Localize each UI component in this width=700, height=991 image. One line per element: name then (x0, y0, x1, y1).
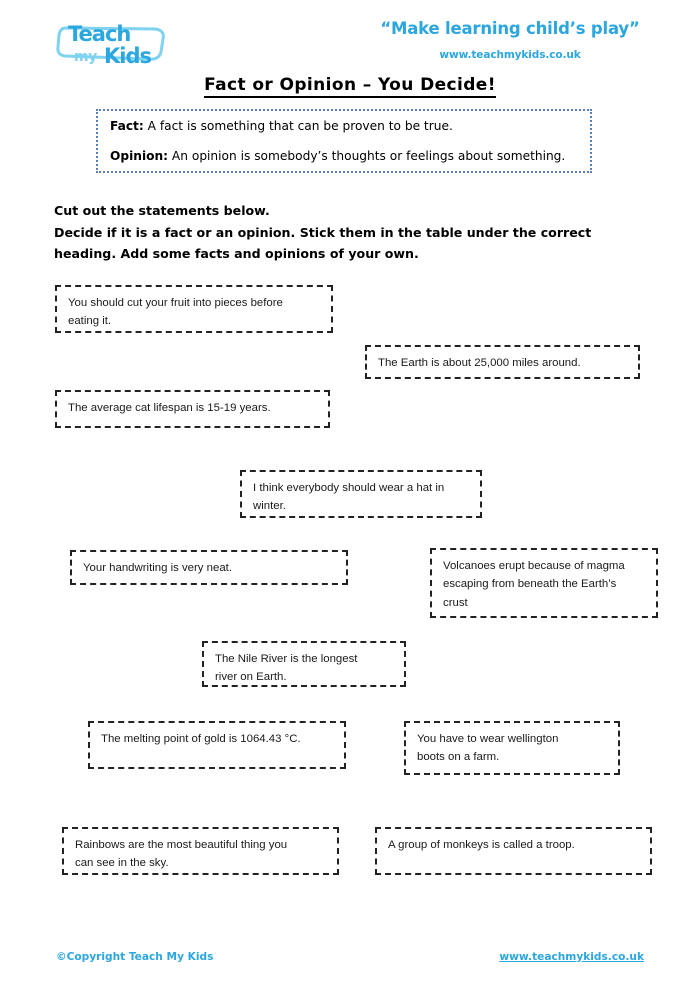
footer-site-url[interactable]: www.teachmykids.co.uk (499, 951, 644, 963)
page-title-text: Fact or Opinion – You Decide! (204, 75, 496, 98)
brand-tagline: “Make learning child’s play” (380, 19, 640, 38)
statement-line: can see in the sky. (75, 857, 169, 870)
statement-line: The Earth is about 25,000 miles around. (378, 357, 581, 369)
footer-copyright: ©Copyright Teach My Kids (56, 951, 214, 963)
statement-line: You have to wear wellington (417, 733, 559, 745)
definitions-box: Fact: A fact is something that can be pr… (96, 109, 592, 173)
statement-line: winter. (253, 500, 286, 513)
statement-card-nile-river[interactable]: The Nile River is the longest river on Ea… (202, 641, 406, 687)
header-site-url[interactable]: www.teachmykids.co.uk (439, 49, 581, 61)
statement-line: You should cut your fruit into pieces be… (68, 297, 283, 309)
statement-card-fruit-pieces[interactable]: You should cut your fruit into pieces be… (55, 285, 333, 333)
teach-my-kids-logo: Teach my Kids (52, 14, 174, 72)
opinion-definition: Opinion: An opinion is somebody’s though… (110, 149, 580, 164)
statement-card-monkeys-troop[interactable]: A group of monkeys is called a troop. (375, 827, 652, 875)
statement-line: river on Earth. (215, 671, 287, 684)
fact-text: A fact is something that can be proven t… (143, 119, 453, 133)
statement-line: Rainbows are the most beautiful thing yo… (75, 839, 288, 851)
opinion-label: Opinion: (110, 149, 169, 164)
statement-line: boots on a farm. (417, 751, 500, 764)
svg-text:my: my (74, 49, 97, 65)
logo-icon: Teach my Kids (56, 22, 165, 68)
statement-line: Your handwriting is very neat. (83, 562, 233, 574)
statement-card-handwriting[interactable]: Your handwriting is very neat. (70, 550, 348, 585)
statement-card-earth-miles[interactable]: The Earth is about 25,000 miles around. (365, 345, 640, 379)
instruction-line-3: heading. Add some facts and opinions of … (54, 246, 419, 262)
statement-line: The melting point of gold is 1064.43 °C. (101, 733, 301, 745)
fact-definition: Fact: A fact is something that can be pr… (110, 119, 580, 134)
statement-line: A group of monkeys is called a troop. (388, 839, 575, 851)
statement-card-gold-melting[interactable]: The melting point of gold is 1064.43 °C. (88, 721, 346, 769)
statement-card-volcanoes[interactable]: Volcanoes erupt because of magma escaping… (430, 548, 658, 618)
fact-label: Fact: (110, 119, 144, 133)
opinion-text: An opinion is somebody’s thoughts or fee… (168, 149, 566, 164)
instruction-line-1: Cut out the statements below. (54, 203, 270, 218)
instruction-line-2: Decide if it is a fact or an opinion. St… (54, 224, 592, 240)
instructions: Cut out the statements below. Decide if … (54, 200, 624, 265)
statement-line: eating it. (68, 315, 112, 328)
statement-card-hat-winter[interactable]: I think everybody should wear a hat in wi… (240, 470, 482, 518)
statement-line: escaping from beneath the Earth’s (443, 578, 617, 591)
statement-line: I think everybody should wear a hat in (253, 482, 445, 494)
statement-card-cat-lifespan[interactable]: The average cat lifespan is 15-19 years. (55, 390, 330, 428)
svg-text:Teach: Teach (68, 22, 130, 46)
svg-text:Kids: Kids (104, 44, 152, 68)
statement-line: The Nile River is the longest (215, 653, 358, 665)
statement-card-wellington[interactable]: You have to wear wellington boots on a fa… (404, 721, 620, 775)
statement-line: Volcanoes erupt because of magma (443, 560, 625, 572)
statement-line: The average cat lifespan is 15-19 years. (68, 402, 271, 414)
statement-card-rainbows[interactable]: Rainbows are the most beautiful thing yo… (62, 827, 339, 875)
statement-line: crust (443, 596, 468, 609)
page-title: Fact or Opinion – You Decide! (0, 75, 700, 98)
